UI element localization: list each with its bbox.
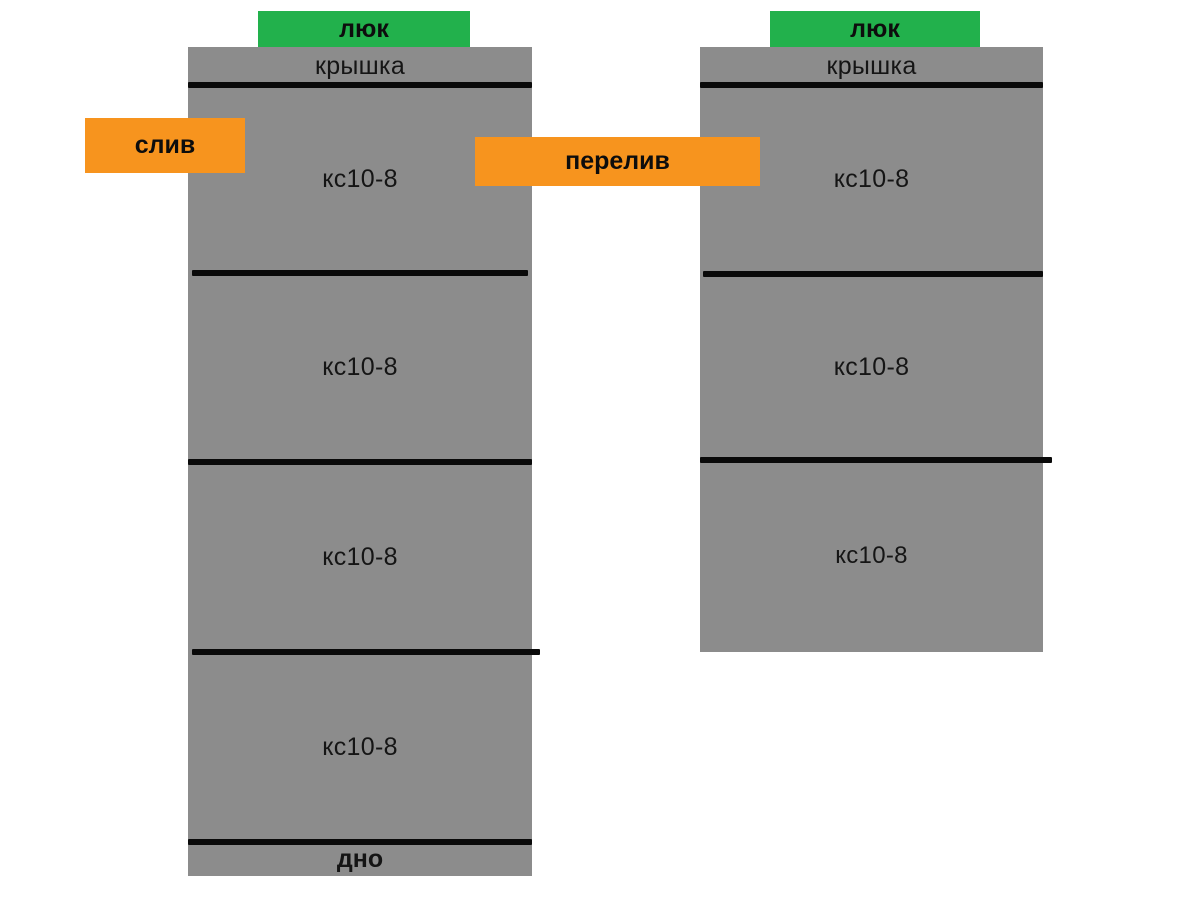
left-tank-ring-2: кс10-8 bbox=[188, 273, 532, 462]
left-tank-seam-3 bbox=[192, 649, 540, 655]
left-tank-ring-1-label: кс10-8 bbox=[322, 164, 398, 193]
right-tank-seam-1 bbox=[703, 271, 1043, 277]
left-tank-ring-3-label: кс10-8 bbox=[322, 542, 398, 571]
left-tank-ring-1: кс10-8 bbox=[188, 85, 532, 273]
right-tank-lid-label: крышка bbox=[826, 51, 917, 80]
right-tank-ring-1: кс10-8 bbox=[700, 85, 1043, 274]
left-tank-ring-3: кс10-8 bbox=[188, 462, 532, 652]
left-tank-seam-lid bbox=[188, 82, 532, 88]
left-tank-bottom-label: дно bbox=[336, 844, 384, 873]
left-tank-hatch: люк bbox=[258, 11, 470, 47]
left-tank-ring-4: кс10-8 bbox=[188, 652, 532, 842]
left-tank-seam-bottom bbox=[188, 839, 532, 845]
right-tank-hatch-label: люк bbox=[850, 14, 900, 43]
right-tank-ring-3: кс10-8 bbox=[700, 460, 1043, 652]
left-tank-bottom-section: дно bbox=[188, 842, 532, 876]
overflow-pipe: перелив bbox=[475, 137, 760, 186]
overflow-pipe-label: перелив bbox=[565, 147, 670, 175]
inlet-pipe-label: слив bbox=[134, 131, 196, 159]
left-tank-lid-label: крышка bbox=[314, 51, 406, 80]
right-tank-seam-lid bbox=[700, 82, 1043, 88]
left-tank-lid-section: крышка bbox=[188, 47, 532, 85]
right-tank-seam-2 bbox=[700, 457, 1052, 463]
left-tank-ring-4-label: кс10-8 bbox=[322, 732, 398, 761]
right-tank-hatch: люк bbox=[770, 11, 980, 47]
left-tank-seam-2 bbox=[188, 459, 532, 465]
right-tank-ring-1-label: кс10-8 bbox=[833, 165, 910, 193]
left-tank-ring-2-label: кс10-8 bbox=[322, 353, 398, 381]
left-tank-seam-1 bbox=[192, 270, 528, 276]
right-tank-ring-2: кс10-8 bbox=[700, 274, 1043, 460]
inlet-pipe: слив bbox=[85, 118, 245, 173]
left-tank-hatch-label: люк bbox=[339, 14, 389, 43]
right-tank-ring-2-label: кс10-8 bbox=[833, 352, 910, 381]
right-tank-lid-section: крышка bbox=[700, 47, 1043, 85]
right-tank-ring-3-label: кс10-8 bbox=[835, 542, 908, 569]
